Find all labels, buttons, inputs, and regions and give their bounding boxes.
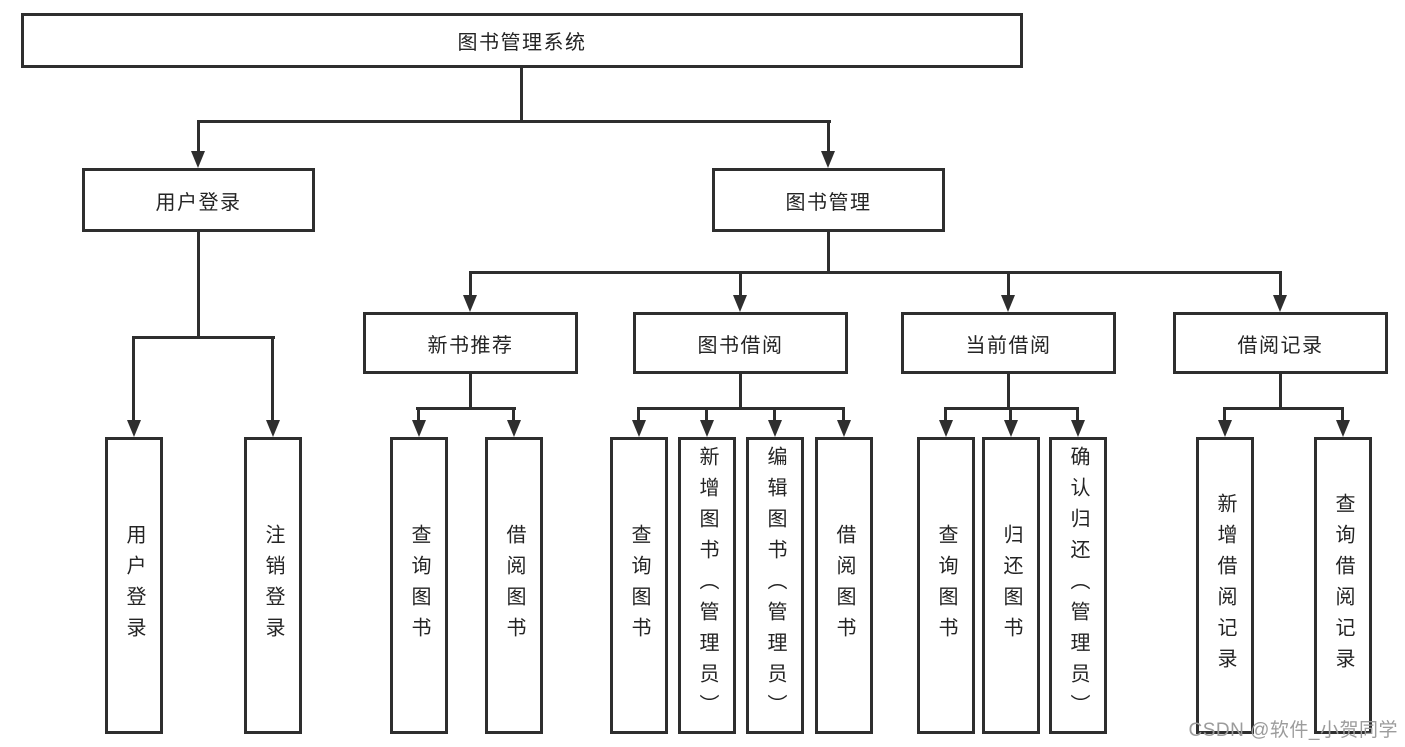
connector-bookborrow-hline [637,407,845,410]
leaf-return-book: 归还图书 [982,437,1040,734]
node-book-borrow: 图书借阅 [633,312,848,374]
arrowhead-down [127,420,141,437]
leaf-query-books-current: 查询图书 [917,437,975,734]
connector-arrow-stub [827,120,830,152]
connector-recommend-hline [416,407,516,410]
connector-arrow-stub [1341,407,1344,422]
connector-arrow-stub [944,407,947,422]
connector-records-hline [1223,407,1344,410]
node-book-management: 图书管理 [712,168,945,232]
leaf-edit-book-admin: 编辑图书（管理员） [746,437,804,734]
connector-arrow-stub [1076,407,1079,422]
node-label: 用户登录 [155,191,242,214]
node-label: 借阅图书 [503,523,525,648]
leaf-query-books-recommend: 查询图书 [390,437,448,734]
leaf-query-borrow-record: 查询借阅记录 [1314,437,1372,734]
connector-arrow-stub [705,407,708,422]
leaf-borrow-books-borrow: 借阅图书 [815,437,873,734]
connector-bookmgmt-stub [827,232,830,271]
arrowhead-down [507,420,521,437]
arrowhead-down [733,295,747,312]
node-label: 查询借阅记录 [1332,492,1354,679]
leaf-query-books-borrow: 查询图书 [610,437,668,734]
node-label: 用户登录 [123,523,145,648]
arrowhead-down [463,295,477,312]
node-label: 新书推荐 [427,334,514,357]
leaf-confirm-return-admin: 确认归还（管理员） [1049,437,1107,734]
node-label: 查询图书 [628,523,650,648]
node-new-book-recommend: 新书推荐 [363,312,578,374]
connector-arrow-stub [417,407,420,422]
connector-bookmgmt-hline [469,271,1282,274]
connector-arrow-stub [842,407,845,422]
arrowhead-down [412,420,426,437]
arrowhead-down [1218,420,1232,437]
arrowhead-down [266,420,280,437]
connector-arrow-stub [271,336,274,421]
connector-userlogin-stub [197,232,200,336]
connector-arrow-stub [1009,407,1012,422]
leaf-logout: 注销登录 [244,437,302,734]
leaf-borrow-books-recommend: 借阅图书 [485,437,543,734]
node-borrow-records: 借阅记录 [1173,312,1388,374]
arrowhead-down [1004,420,1018,437]
node-label: 编辑图书（管理员） [764,446,786,725]
arrowhead-down [1273,295,1287,312]
node-label: 图书借阅 [697,334,784,357]
arrowhead-down [1001,295,1015,312]
node-label: 归还图书 [1000,523,1022,648]
connector-arrow-stub [1279,271,1282,297]
node-label: 新增借阅记录 [1214,492,1236,679]
arrowhead-down [632,420,646,437]
connector-currentborrow-stub [1007,374,1010,407]
connector-userlogin-hline [132,336,275,339]
node-label: 当前借阅 [965,334,1052,357]
node-user-login: 用户登录 [82,168,315,232]
arrowhead-down [1071,420,1085,437]
connector-arrow-stub [469,271,472,297]
node-label: 查询图书 [408,523,430,648]
arrowhead-down [821,151,835,168]
connector-arrow-stub [197,120,200,152]
connector-arrow-stub [773,407,776,422]
node-library-management-system: 图书管理系统 [21,13,1023,68]
node-label: 查询图书 [935,523,957,648]
node-current-borrow: 当前借阅 [901,312,1116,374]
connector-root-stub [520,68,523,120]
arrowhead-down [768,420,782,437]
connector-root-hline [197,120,831,123]
connector-arrow-stub [1007,271,1010,297]
leaf-add-book-admin: 新增图书（管理员） [678,437,736,734]
arrowhead-down [700,420,714,437]
node-label: 借阅图书 [833,523,855,648]
arrowhead-down [191,151,205,168]
arrowhead-down [939,420,953,437]
leaf-user-login: 用户登录 [105,437,163,734]
node-label: 确认归还（管理员） [1067,446,1089,725]
connector-arrow-stub [1223,407,1226,422]
arrowhead-down [837,420,851,437]
connector-arrow-stub [739,271,742,297]
node-label: 注销登录 [262,523,284,648]
node-label: 图书管理 [785,191,872,214]
connector-bookborrow-stub [739,374,742,407]
connector-records-stub [1279,374,1282,407]
connector-arrow-stub [132,336,135,421]
connector-arrow-stub [637,407,640,422]
node-label: 图书管理系统 [457,32,587,54]
node-label: 新增图书（管理员） [696,446,718,725]
leaf-add-borrow-record: 新增借阅记录 [1196,437,1254,734]
connector-arrow-stub [512,407,515,422]
watermark: CSDN @软件_小贺同学 [1188,720,1398,741]
arrowhead-down [1336,420,1350,437]
node-label: 借阅记录 [1237,334,1324,357]
connector-recommend-stub [469,374,472,407]
